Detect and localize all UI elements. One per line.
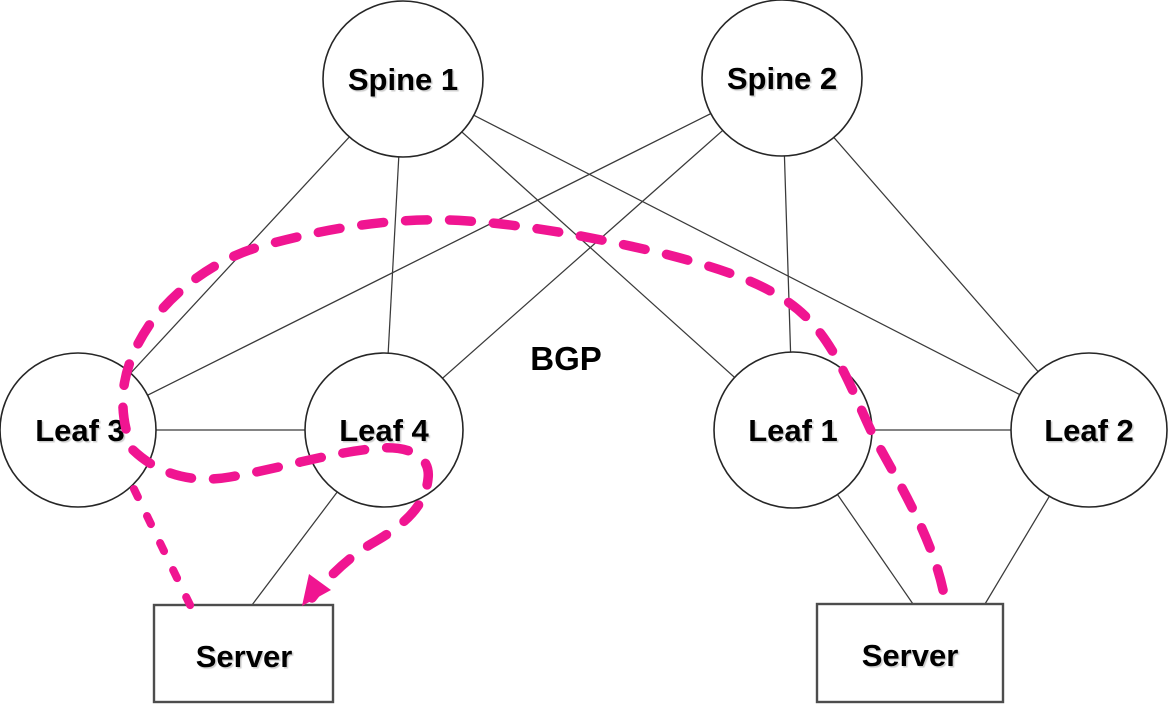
node-leaf1: Leaf 1 xyxy=(713,351,873,509)
bgp-route-overlay xyxy=(118,215,951,612)
server-right-box xyxy=(815,602,1005,704)
leaf4-label: Leaf 4 xyxy=(339,413,429,448)
spine2-label: Spine 2 xyxy=(727,61,837,96)
spine1-label: Spine 1 xyxy=(348,62,458,97)
node-leaf3: Leaf 3 xyxy=(0,352,157,508)
spine2-circle xyxy=(701,0,863,157)
leaf2-label: Leaf 2 xyxy=(1044,413,1134,448)
route-main-arc xyxy=(118,215,951,612)
link-spine2-leaf4 xyxy=(383,77,783,431)
server-left-box xyxy=(152,603,335,704)
spine1-circle xyxy=(322,0,484,158)
leaf3-label: Leaf 3 xyxy=(35,413,125,448)
node-spine1: Spine 1 xyxy=(322,0,484,158)
link-spine1-leaf1 xyxy=(402,78,794,431)
server-right-label: Server xyxy=(862,638,959,673)
node-spine2: Spine 2 xyxy=(701,0,863,157)
leaf2-circle xyxy=(1010,352,1168,508)
route-leaf3-to-server xyxy=(130,485,195,611)
leaf1-label: Leaf 1 xyxy=(748,413,838,448)
bgp-protocol-label: BGP xyxy=(530,340,602,377)
route-leaf4-loop xyxy=(128,443,433,603)
node-server-right: Server xyxy=(815,602,1005,704)
link-spine2-leaf3 xyxy=(77,77,783,431)
link-spine1-leaf2 xyxy=(402,78,1090,431)
node-server-left: Server xyxy=(152,603,335,704)
route-arrowhead-icon xyxy=(302,574,331,606)
server-left-label: Server xyxy=(196,639,293,674)
node-leaf4: Leaf 4 xyxy=(304,352,464,508)
node-leaf2: Leaf 2 xyxy=(1010,352,1168,508)
leaf3-circle xyxy=(0,352,157,508)
